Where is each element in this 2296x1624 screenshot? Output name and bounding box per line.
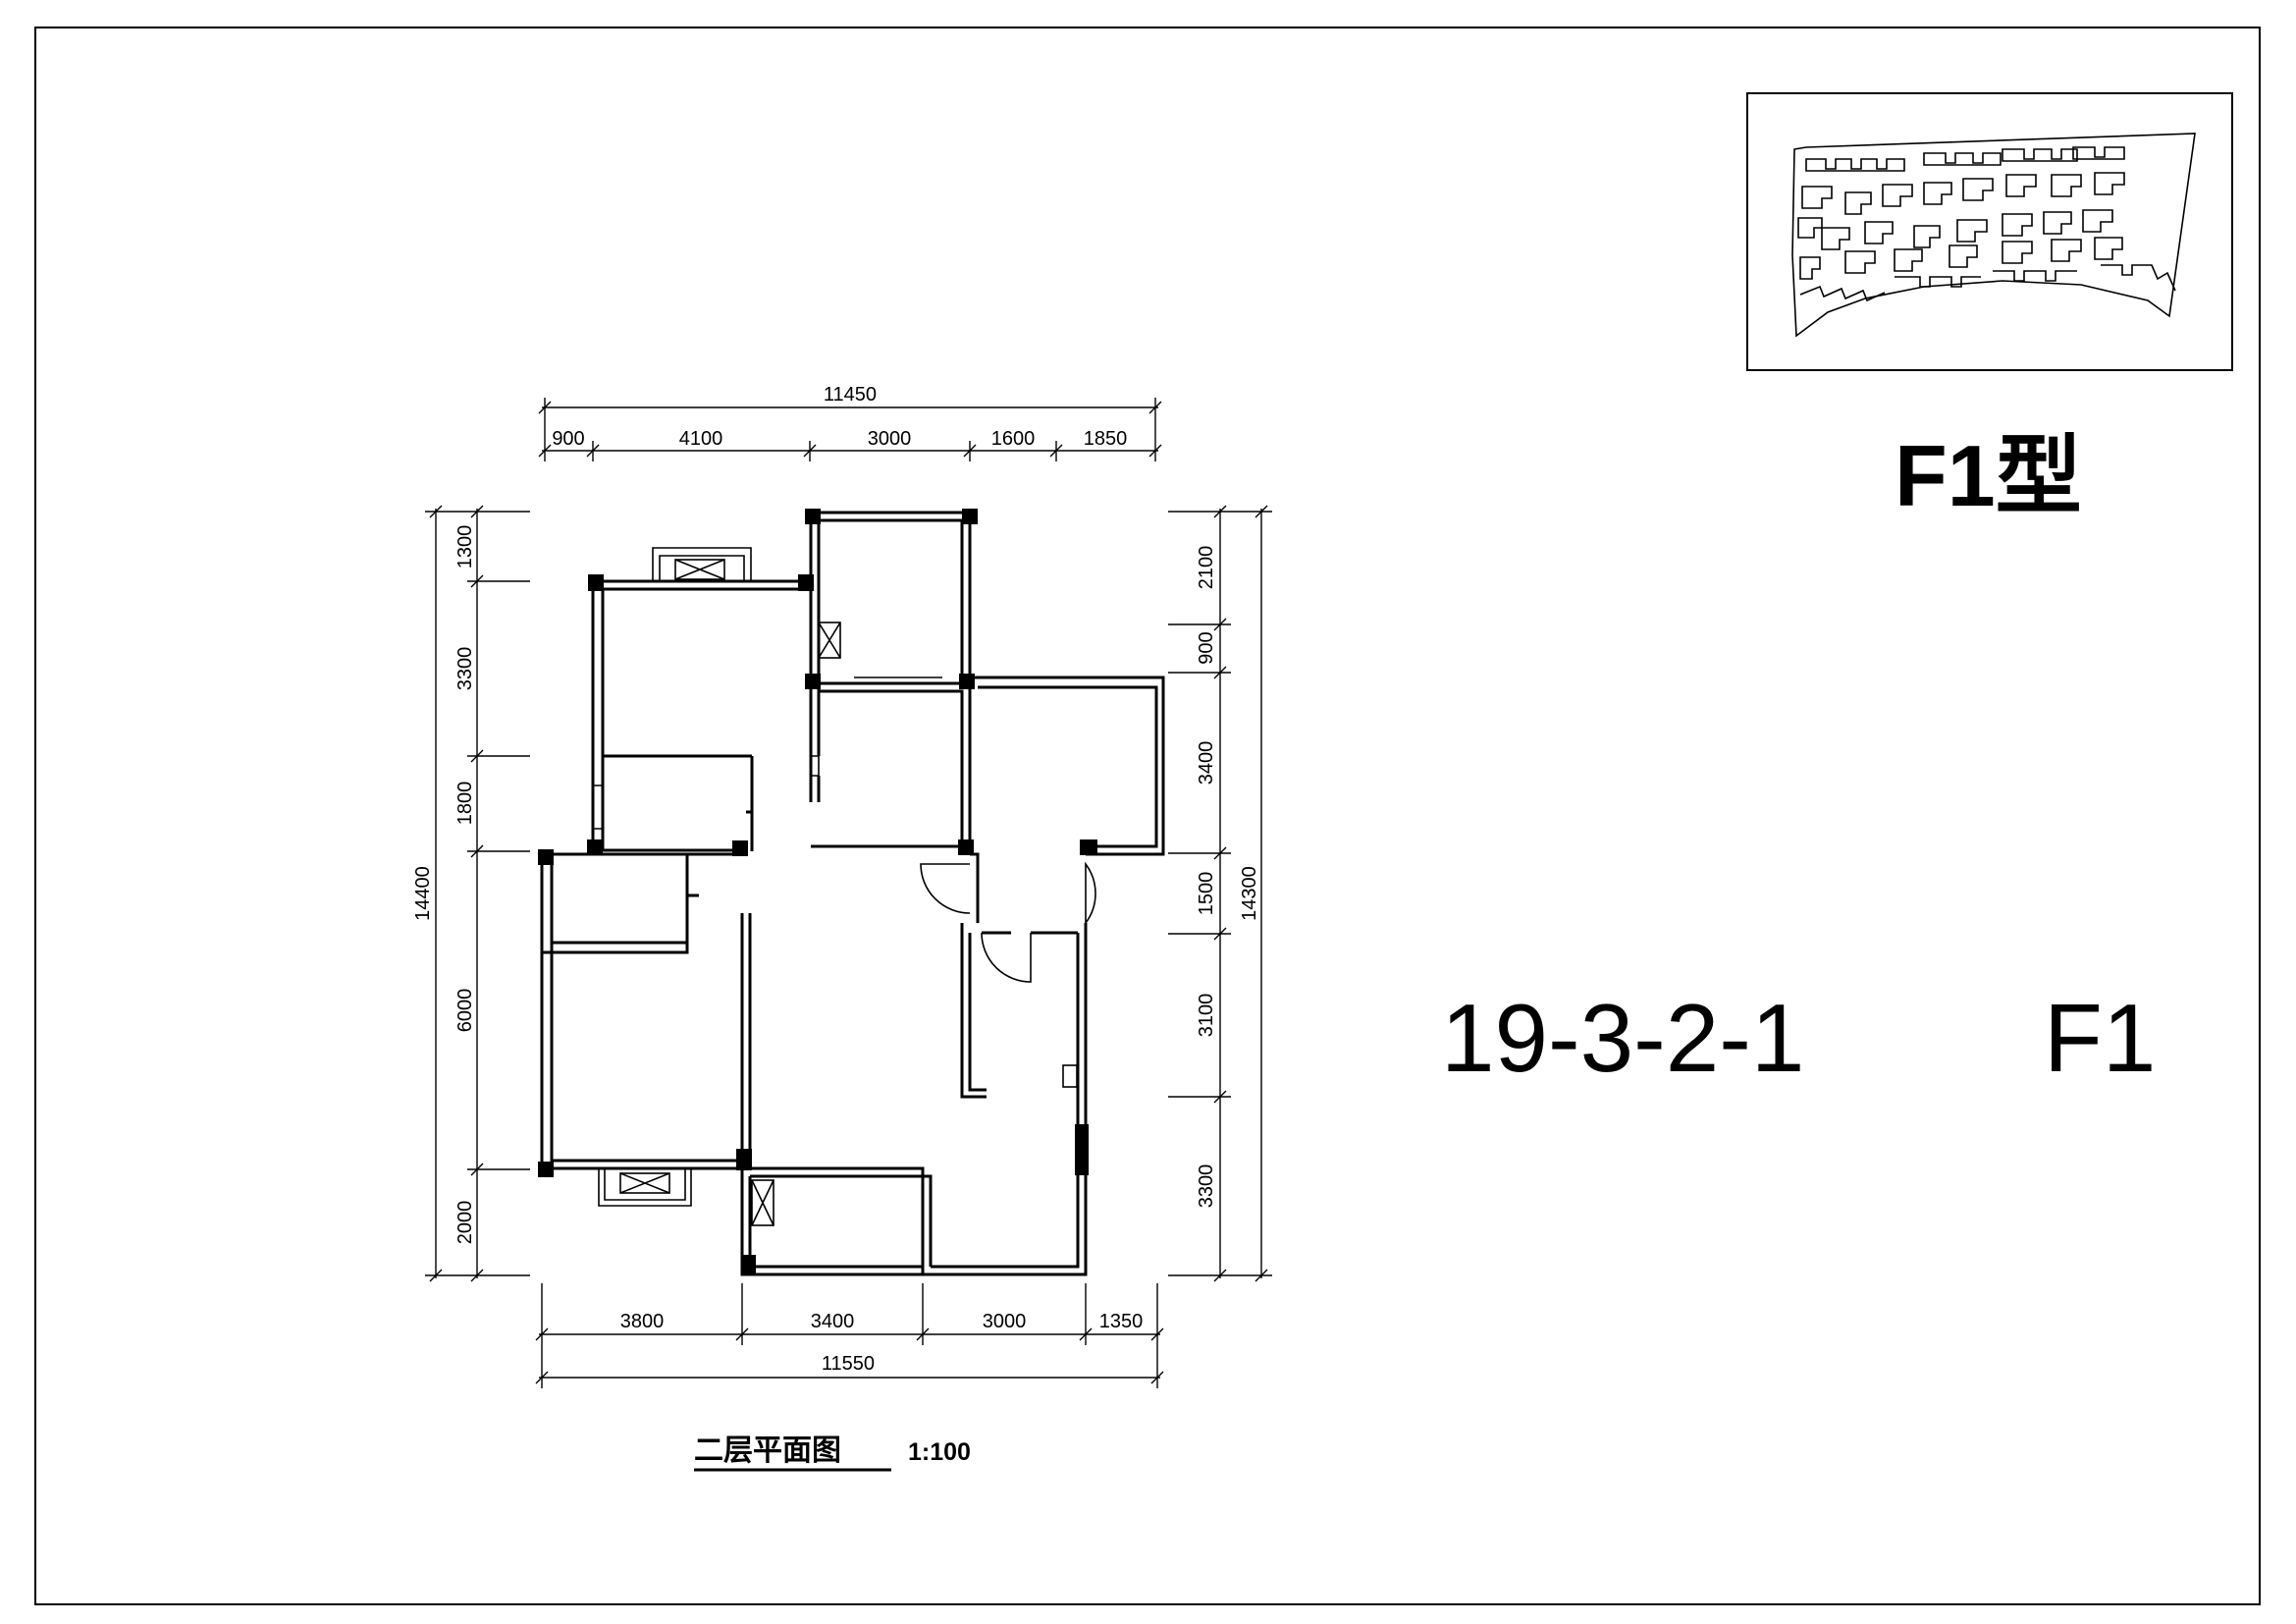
type-label: F1型: [1895, 427, 2082, 524]
dim-right-5: 3100: [1196, 994, 1217, 1038]
dim-left-3: 1800: [454, 782, 476, 826]
plan-title: 二层平面图: [694, 1435, 841, 1467]
dim-bottom-total: 11550: [822, 1353, 875, 1375]
dim-right-6: 3300: [1196, 1164, 1217, 1209]
dim-right-2: 900: [1196, 631, 1217, 664]
dim-bottom-1: 3800: [620, 1311, 665, 1332]
dim-left-5: 2000: [454, 1201, 476, 1245]
dim-right-4: 1500: [1196, 872, 1217, 916]
dim-top-4: 1600: [991, 428, 1036, 450]
dim-top-5: 1850: [1084, 428, 1128, 450]
dim-right-1: 2100: [1196, 546, 1217, 590]
dim-top-3: 3000: [868, 428, 912, 450]
dim-top-2: 4100: [679, 428, 723, 450]
dim-bottom-3: 3000: [983, 1311, 1027, 1332]
unit-type: F1: [2044, 984, 2156, 1092]
site-key-plan: [1746, 92, 2233, 371]
dim-top-1: 900: [552, 428, 584, 450]
plan-scale: 1:100: [908, 1438, 971, 1466]
dim-left-1: 1300: [454, 525, 476, 569]
floor-plan: [538, 509, 1165, 1276]
sheet-border: [34, 27, 2261, 1605]
dim-bottom-2: 3400: [811, 1311, 855, 1332]
dimension-lines: [425, 398, 1272, 1388]
dim-right-total: 14300: [1239, 866, 1260, 921]
dim-bottom-4: 1350: [1099, 1311, 1144, 1332]
dim-top-total: 11450: [824, 384, 877, 406]
unit-code: 19-3-2-1: [1441, 984, 1804, 1092]
dim-left-4: 6000: [454, 989, 476, 1033]
dim-left-total: 14400: [412, 866, 434, 921]
dim-right-3: 3400: [1196, 741, 1217, 785]
dim-left-2: 3300: [454, 647, 476, 691]
